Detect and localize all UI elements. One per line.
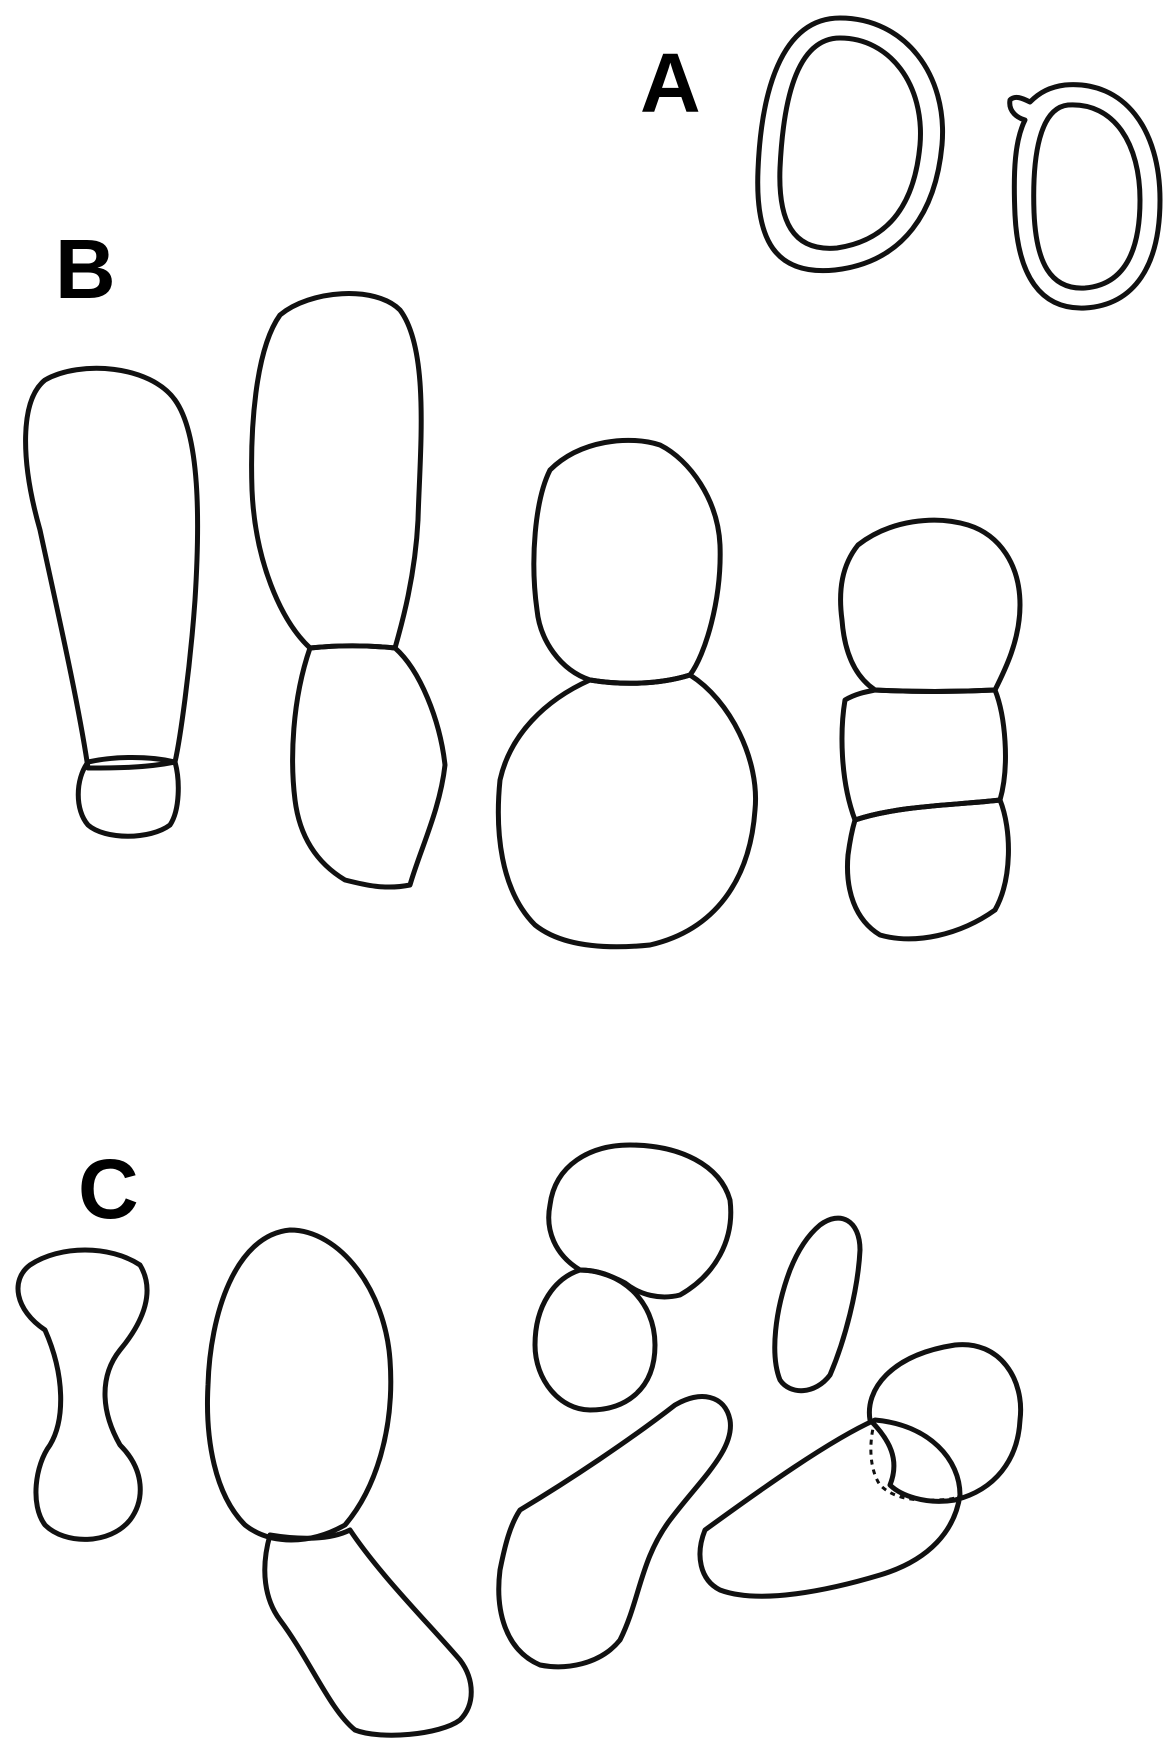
panel-b-cell-4-top-segment	[841, 520, 1020, 691]
panel-b-cell-4-bottom-segment	[847, 800, 1008, 939]
panel-a: A	[640, 18, 1160, 308]
panel-b-cell-3	[498, 440, 755, 946]
panel-b: B	[26, 222, 1020, 947]
panel-b-cell-3-lower-segment	[498, 675, 755, 947]
panel-c-label: C	[78, 1142, 139, 1236]
panel-a-cell-1	[758, 18, 943, 271]
panel-c: C	[18, 1142, 1021, 1735]
panel-b-cell-2-upper-segment	[252, 294, 422, 648]
panel-a-cell-1-inner-wall	[780, 38, 921, 248]
panel-c-overlapping-cells	[700, 1345, 1021, 1597]
panel-c-elongated-cell	[775, 1218, 860, 1391]
panel-c-budding-cell-mother	[207, 1230, 390, 1540]
panel-c-cell-pair-upper	[549, 1145, 731, 1297]
panel-b-label: B	[55, 222, 116, 316]
panel-b-cell-1	[26, 368, 198, 836]
panel-c-club-shaped-cell	[499, 1397, 731, 1667]
panel-b-cell-2	[252, 294, 445, 888]
panel-b-cell-4	[841, 520, 1020, 939]
panel-a-cell-2	[1010, 85, 1160, 308]
panel-c-constricted-cell	[18, 1250, 147, 1539]
panel-c-budding-cell	[207, 1230, 471, 1735]
panel-b-cell-2-lower-segment	[293, 646, 445, 887]
panel-c-cell-pair	[535, 1145, 731, 1410]
panel-c-overlapping-cells-pear	[700, 1420, 960, 1596]
panel-c-budding-cell-daughter	[265, 1530, 471, 1735]
panel-a-cell-2-inner-wall	[1034, 105, 1140, 288]
panel-b-cell-1-upper-segment	[26, 368, 198, 768]
panel-b-cell-3-upper-segment	[534, 440, 720, 683]
panel-a-label: A	[640, 36, 701, 130]
panel-a-cell-1-outer-wall	[758, 18, 943, 271]
